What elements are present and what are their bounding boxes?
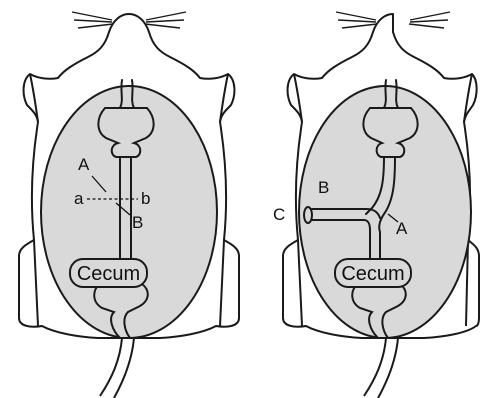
left-label-a: a	[74, 189, 84, 208]
right-label-B: B	[318, 178, 329, 197]
left-rat: Cecum A a b B	[19, 12, 239, 398]
right-label-C: C	[273, 205, 285, 224]
right-cecum-label: Cecum	[341, 263, 404, 285]
right-label-A: A	[396, 219, 408, 238]
left-label-B: B	[132, 213, 143, 232]
left-label-A: A	[78, 155, 90, 174]
left-label-b: b	[141, 189, 150, 208]
left-cecum-label: Cecum	[77, 263, 140, 285]
left-rat-tail	[100, 338, 134, 398]
right-rat: Cecum B C A	[273, 12, 479, 398]
right-stoma	[304, 207, 312, 223]
right-rat-tail	[364, 338, 398, 398]
